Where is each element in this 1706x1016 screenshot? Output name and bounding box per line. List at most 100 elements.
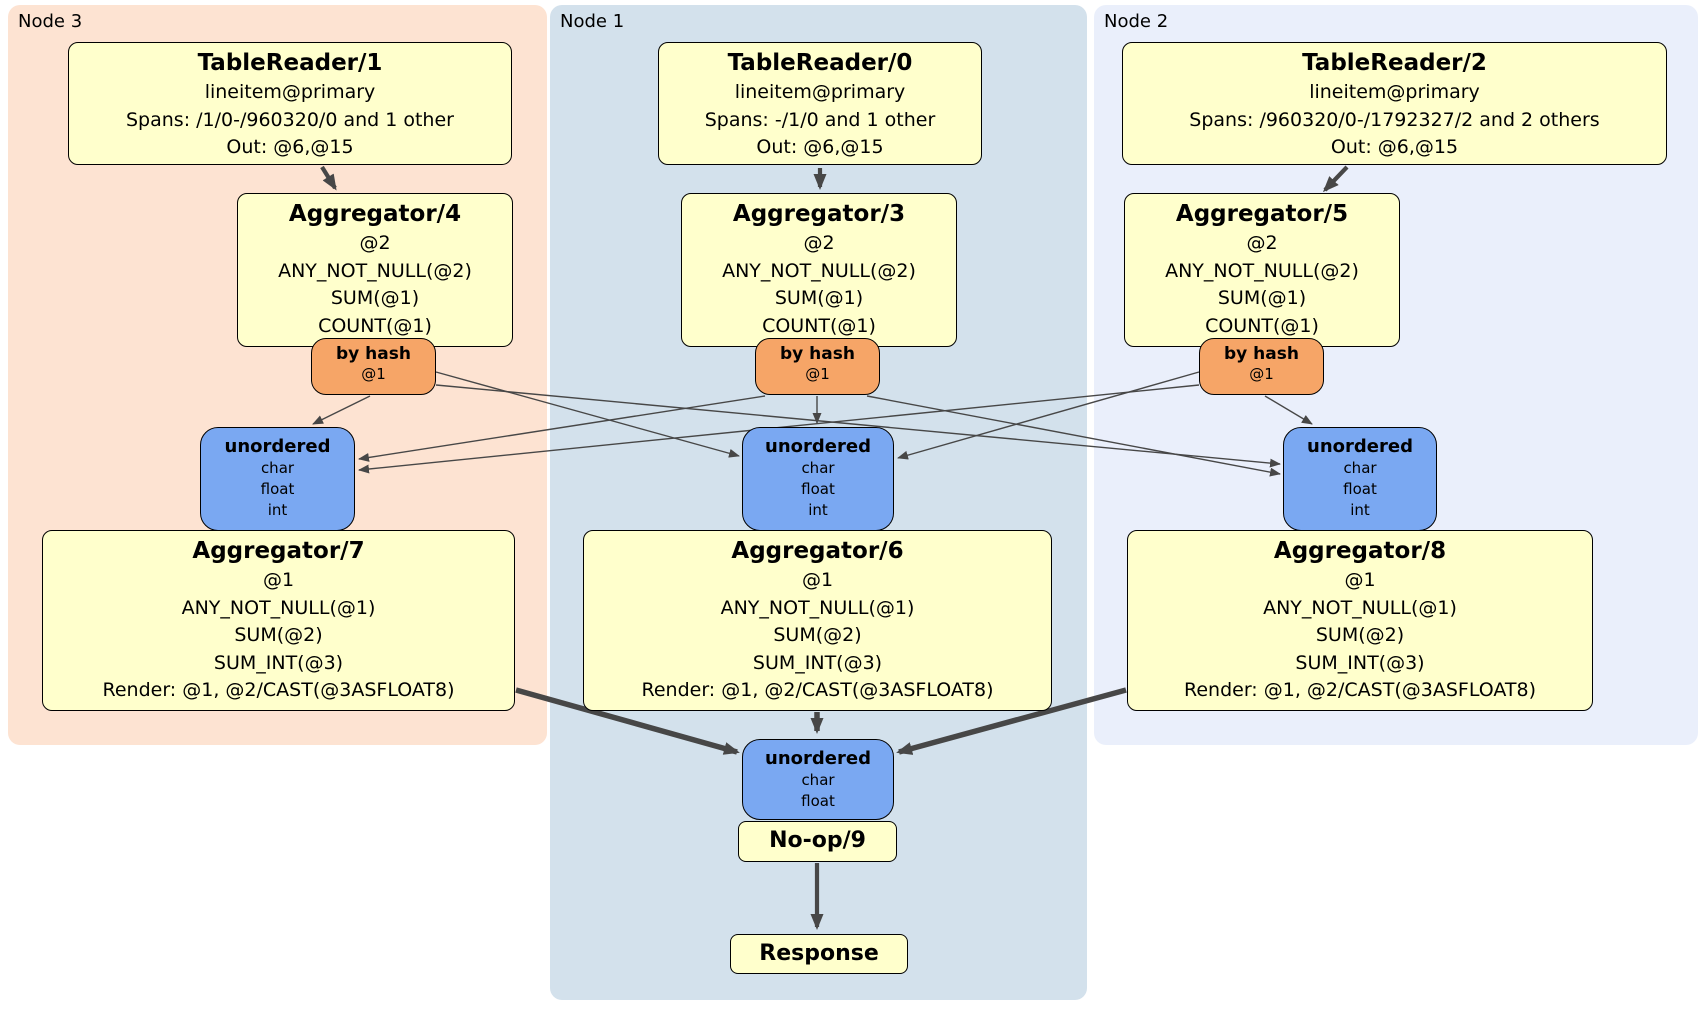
processor-detail: ANY_NOT_NULL(@1) xyxy=(181,596,376,619)
processor-detail: SUM(@2) xyxy=(773,624,862,646)
edge-tablereader2-aggregator5 xyxy=(1322,165,1349,193)
processor-detail: Out: @6,@15 xyxy=(226,136,354,158)
processor-detail: Out: @6,@15 xyxy=(1330,136,1459,158)
processor-detail: Out: @6,@15 xyxy=(756,136,884,158)
processor-detail: Spans: /1/0-/960320/0 and 1 other xyxy=(126,108,454,131)
sync-title: unordered xyxy=(765,436,871,457)
processor-detail: Render: @1, @2/CAST(@3ASFLOAT8) xyxy=(641,679,994,701)
processor-detail: SUM(@1) xyxy=(330,287,420,309)
processor-detail: SUM(@2) xyxy=(1315,624,1405,646)
processor-title: Response xyxy=(759,941,879,966)
edge-aggregator7-sync-final xyxy=(515,687,740,755)
router-title: by hash xyxy=(336,344,411,364)
router-key: @1 xyxy=(805,365,830,383)
sync-type: float xyxy=(801,480,835,498)
processor-title: Aggregator/7 xyxy=(192,538,365,564)
processor-detail: @2 xyxy=(803,232,835,254)
router-title: by hash xyxy=(1224,344,1299,364)
unordered-sync-node3: unordered char float int xyxy=(200,427,355,531)
processor-aggregator-5: Aggregator/5 @2 ANY_NOT_NULL(@2) SUM(@1)… xyxy=(1124,193,1400,347)
processor-title: No-op/9 xyxy=(769,828,866,853)
edge-router-node2-sync-node2 xyxy=(1264,395,1313,425)
router-key: @1 xyxy=(1249,365,1274,383)
region-label-node3: Node 3 xyxy=(18,11,83,32)
processor-detail: COUNT(@1) xyxy=(1205,314,1319,337)
processor-detail: SUM(@1) xyxy=(774,287,864,309)
sync-type: int xyxy=(1350,501,1370,519)
processor-title: TableReader/1 xyxy=(197,50,383,76)
processor-detail: SUM(@1) xyxy=(1217,287,1307,309)
hash-router-node2: by hash @1 xyxy=(1199,338,1324,395)
router-key: @1 xyxy=(361,365,386,383)
processor-detail: Render: @1, @2/CAST(@3ASFLOAT8) xyxy=(1184,679,1536,701)
processor-aggregator-4: Aggregator/4 @2 ANY_NOT_NULL(@2) SUM(@1)… xyxy=(237,193,513,347)
processor-detail: ANY_NOT_NULL(@2) xyxy=(722,259,916,282)
processor-aggregator-6: Aggregator/6 @1 ANY_NOT_NULL(@1) SUM(@2)… xyxy=(583,530,1052,711)
sync-type: char xyxy=(260,459,295,477)
processor-detail: lineitem@primary xyxy=(734,81,906,103)
edge-router-node2-sync-node1 xyxy=(897,371,1200,460)
region-label-node2: Node 2 xyxy=(1104,11,1169,32)
edge-router-node1-sync-node3 xyxy=(358,395,766,462)
processor-detail: SUM(@2) xyxy=(234,624,323,646)
processor-detail: COUNT(@1) xyxy=(762,314,876,337)
processor-response: Response xyxy=(730,934,908,974)
processor-detail: SUM_INT(@3) xyxy=(213,651,344,674)
processor-detail: Render: @1, @2/CAST(@3ASFLOAT8) xyxy=(102,679,455,701)
sync-title: unordered xyxy=(765,748,871,769)
sync-type: float xyxy=(260,480,295,498)
processor-detail: Spans: /960320/0-/1792327/2 and 2 others xyxy=(1189,108,1600,131)
processor-detail: SUM_INT(@3) xyxy=(1295,651,1425,674)
sync-title: unordered xyxy=(224,436,331,457)
router-title: by hash xyxy=(780,344,855,364)
processor-title: Aggregator/3 xyxy=(732,201,906,227)
sync-type: float xyxy=(801,792,835,810)
processor-tablereader-1: TableReader/1 lineitem@primary Spans: /1… xyxy=(68,42,512,165)
processor-detail: SUM_INT(@3) xyxy=(752,651,883,674)
hash-router-node1: by hash @1 xyxy=(755,338,880,395)
processor-detail: ANY_NOT_NULL(@1) xyxy=(1263,596,1457,619)
hash-router-node3: by hash @1 xyxy=(311,338,436,395)
sync-type: int xyxy=(808,501,828,519)
processor-title: TableReader/0 xyxy=(727,50,913,76)
processor-tablereader-2: TableReader/2 lineitem@primary Spans: /9… xyxy=(1122,42,1667,165)
processor-detail: Spans: -/1/0 and 1 other xyxy=(704,108,936,131)
processor-detail: ANY_NOT_NULL(@2) xyxy=(1165,259,1359,282)
unordered-sync-node1: unordered char float int xyxy=(742,427,894,531)
processor-aggregator-8: Aggregator/8 @1 ANY_NOT_NULL(@1) SUM(@2)… xyxy=(1127,530,1593,711)
sync-type: char xyxy=(1343,459,1377,477)
processor-aggregator-7: Aggregator/7 @1 ANY_NOT_NULL(@1) SUM(@2)… xyxy=(42,530,515,711)
processor-detail: ANY_NOT_NULL(@2) xyxy=(278,259,472,282)
processor-detail: ANY_NOT_NULL(@1) xyxy=(720,596,915,619)
processor-title: Aggregator/5 xyxy=(1175,201,1349,227)
edge-router-node3-sync-node2 xyxy=(435,384,1281,468)
edge-aggregator8-sync-final xyxy=(896,687,1127,755)
processor-title: TableReader/2 xyxy=(1302,50,1487,76)
processor-aggregator-3: Aggregator/3 @2 ANY_NOT_NULL(@2) SUM(@1)… xyxy=(681,193,957,347)
processor-detail: @1 xyxy=(262,569,295,591)
sync-type: char xyxy=(801,771,835,789)
processor-detail: @2 xyxy=(1246,232,1278,254)
edge-router-node1-sync-node2 xyxy=(866,395,1281,477)
processor-detail: lineitem@primary xyxy=(204,81,376,103)
processor-noop-9: No-op/9 xyxy=(738,821,897,862)
region-label-node1: Node 1 xyxy=(560,11,625,32)
sync-type: int xyxy=(267,501,288,519)
edge-router-node3-sync-node3 xyxy=(312,395,371,425)
sync-type: char xyxy=(801,459,835,477)
processor-detail: @1 xyxy=(801,569,834,591)
edge-tablereader1-aggregator4 xyxy=(320,165,337,191)
processor-detail: lineitem@primary xyxy=(1309,81,1480,103)
processor-title: Aggregator/4 xyxy=(288,201,462,227)
edge-router-node3-sync-node1 xyxy=(435,371,740,458)
processor-detail: @1 xyxy=(1344,569,1376,591)
sync-type: float xyxy=(1343,480,1377,498)
processor-title: Aggregator/6 xyxy=(731,538,904,564)
unordered-sync-final: unordered char float xyxy=(742,739,894,820)
processor-detail: @2 xyxy=(359,232,391,254)
unordered-sync-node2: unordered char float int xyxy=(1283,427,1437,531)
sync-title: unordered xyxy=(1307,436,1413,457)
processor-detail: COUNT(@1) xyxy=(318,314,432,337)
